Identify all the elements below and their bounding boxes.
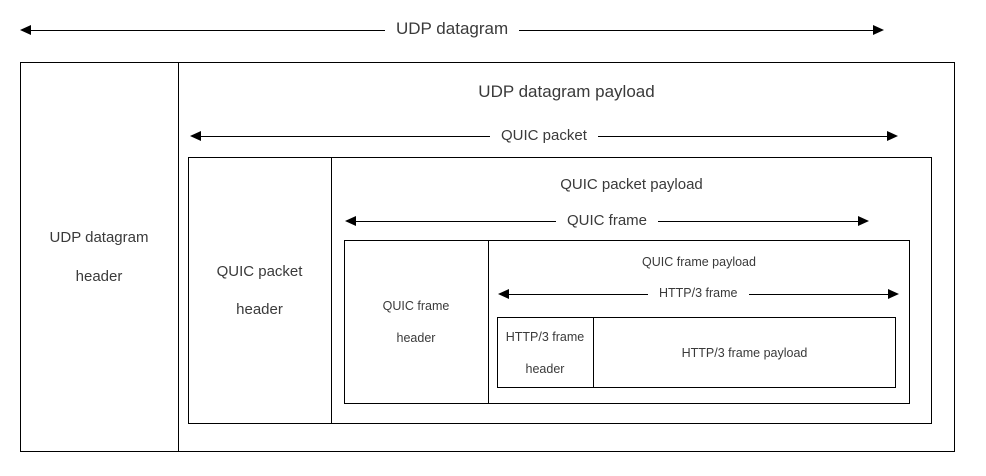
arrowhead-left-icon	[20, 25, 31, 35]
dimension-arrow-quic-packet: QUIC packet	[190, 127, 945, 145]
arrowhead-left-icon	[345, 216, 356, 226]
arrow-line-left	[31, 29, 385, 31]
quic-frame-header-divider	[488, 240, 489, 404]
http3-frame-header-label: HTTP/3 frame header	[497, 317, 593, 388]
udp-datagram-payload-label: UDP datagram payload	[478, 82, 655, 102]
arrow-line-left	[201, 135, 490, 137]
arrow-line-left	[509, 293, 648, 295]
quic-frame-header-line2: header	[396, 331, 436, 345]
udp-datagram-header-divider	[178, 62, 179, 452]
http3-frame-payload-label: HTTP/3 frame payload	[681, 345, 808, 360]
arrow-line-left	[356, 220, 556, 222]
udp-datagram-header-label: UDP datagram header	[20, 62, 178, 452]
udp-datagram-header-line2: header	[75, 267, 123, 285]
arrowhead-left-icon	[498, 289, 509, 299]
arrow-line-right	[748, 293, 888, 295]
arrow-line-right	[597, 135, 887, 137]
arrowhead-right-icon	[886, 131, 898, 141]
udp-datagram-box	[20, 62, 955, 452]
arrowhead-right-icon	[873, 25, 885, 35]
quic-packet-payload-label: QUIC packet payload	[560, 176, 703, 194]
dimension-label-http3-frame: HTTP/3 frame	[659, 286, 738, 300]
dimension-label-quic-packet: QUIC packet	[501, 126, 587, 144]
dimension-arrow-udp-datagram: UDP datagram	[20, 19, 952, 40]
quic-packet-header-divider	[331, 157, 332, 424]
dimension-label-udp-datagram: UDP datagram	[396, 19, 509, 38]
http3-frame-box	[497, 317, 896, 388]
arrowhead-right-icon	[858, 216, 870, 226]
quic-packet-header-line2: header	[236, 301, 283, 319]
dimension-arrow-http3-frame: HTTP/3 frame	[498, 286, 899, 302]
http3-frame-header-line2: header	[525, 361, 565, 376]
http3-frame-header-divider	[593, 317, 594, 388]
quic-packet-header-label: QUIC packet header	[188, 157, 331, 424]
arrowhead-left-icon	[190, 131, 201, 141]
quic-frame-box	[344, 240, 910, 404]
quic-frame-header-label: QUIC frame header	[344, 240, 488, 404]
arrow-line-right	[658, 220, 859, 222]
udp-datagram-header-line1: UDP datagram	[49, 229, 149, 247]
dimension-label-quic-frame: QUIC frame	[567, 211, 648, 229]
dimension-arrow-quic-frame: QUIC frame	[345, 212, 910, 230]
arrow-line-right	[519, 29, 874, 31]
arrowhead-right-icon	[887, 289, 899, 299]
quic-packet-box	[188, 157, 932, 424]
quic-packet-header-line1: QUIC packet	[216, 262, 303, 280]
http3-frame-header-line1: HTTP/3 frame	[505, 329, 585, 344]
quic-frame-payload-label: QUIC frame payload	[642, 255, 756, 269]
quic-frame-header-line1: QUIC frame	[382, 299, 450, 313]
